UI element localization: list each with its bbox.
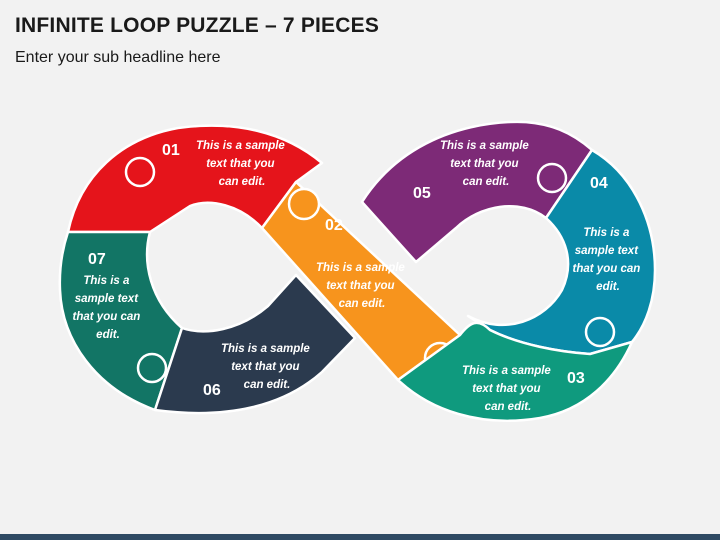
piece-07-text: This is a sample text that you can edit. (73, 275, 144, 341)
piece-04-line-3: that you can (573, 263, 641, 275)
page-title: INFINITE LOOP PUZZLE – 7 PIECES (15, 14, 380, 37)
puzzle-piece-01[interactable]: 01 This is a sample text that you can ed… (66, 124, 324, 234)
piece-03-line-3: can edit. (485, 401, 532, 413)
piece-02-line-3: can edit. (339, 298, 386, 310)
piece-05-tab (536, 162, 568, 194)
puzzle-piece-06[interactable]: 06 This is a sample text that you can ed… (153, 273, 357, 415)
piece-06-text: This is a sample text that you can edit. (221, 343, 313, 391)
piece-02-line-1: This is a sample (316, 262, 405, 274)
puzzle-piece-04[interactable]: 04 This is a sample text that you can ed… (466, 148, 657, 356)
piece-01-tab (124, 156, 156, 188)
piece-05-text: This is a sample text that you can edit. (440, 140, 532, 188)
piece-01-shape (66, 124, 324, 234)
piece-07-tab (136, 352, 168, 384)
piece-04-tab (584, 316, 616, 348)
piece-07-line-3: that you can (73, 311, 141, 323)
puzzle-piece-03[interactable]: 03 This is a sample text that you can ed… (396, 321, 634, 422)
piece-04-text: This is a sample text that you can edit. (573, 227, 644, 293)
piece-03-line-2: text that you (472, 383, 540, 395)
piece-05-shape (360, 120, 594, 264)
puzzle-piece-05[interactable]: 05 This is a sample text that you can ed… (360, 120, 594, 264)
piece-02-tab-top (287, 187, 321, 221)
piece-06-number: 06 (203, 382, 221, 399)
page-subtitle: Enter your sub headline here (15, 49, 221, 66)
piece-03-shape (396, 321, 634, 422)
piece-03-line-1: This is a sample (462, 365, 551, 377)
piece-04-line-2: sample text (575, 245, 639, 257)
piece-06-line-2: text that you (231, 361, 299, 373)
piece-07-line-2: sample text (75, 293, 139, 305)
piece-05-number: 05 (413, 185, 431, 202)
bottom-bar (0, 534, 720, 540)
piece-04-line-1: This is a (583, 227, 630, 239)
piece-04-line-4: edit. (596, 281, 620, 293)
piece-07-line-1: This is a (83, 275, 130, 287)
piece-04-number: 04 (590, 175, 608, 192)
puzzle-piece-07[interactable]: 07 This is a sample text that you can ed… (58, 230, 184, 412)
piece-01-line-3: can edit. (219, 176, 266, 188)
piece-07-line-4: edit. (96, 329, 120, 341)
piece-06-line-1: This is a sample (221, 343, 310, 355)
piece-02-text: This is a sample text that you can edit. (316, 262, 408, 310)
piece-03-text: This is a sample text that you can edit. (462, 365, 554, 413)
piece-06-shape (153, 273, 357, 415)
piece-01-line-2: text that you (206, 158, 274, 170)
piece-07-number: 07 (88, 251, 106, 268)
piece-01-text: This is a sample text that you can edit. (196, 140, 288, 188)
piece-06-line-3: can edit. (244, 379, 291, 391)
piece-01-number: 01 (162, 142, 180, 159)
piece-05-line-2: text that you (450, 158, 518, 170)
piece-03-number: 03 (567, 370, 585, 387)
piece-02-number: 02 (325, 217, 343, 234)
piece-01-line-1: This is a sample (196, 140, 285, 152)
piece-02-line-2: text that you (326, 280, 394, 292)
piece-05-line-1: This is a sample (440, 140, 529, 152)
piece-05-line-3: can edit. (463, 176, 510, 188)
